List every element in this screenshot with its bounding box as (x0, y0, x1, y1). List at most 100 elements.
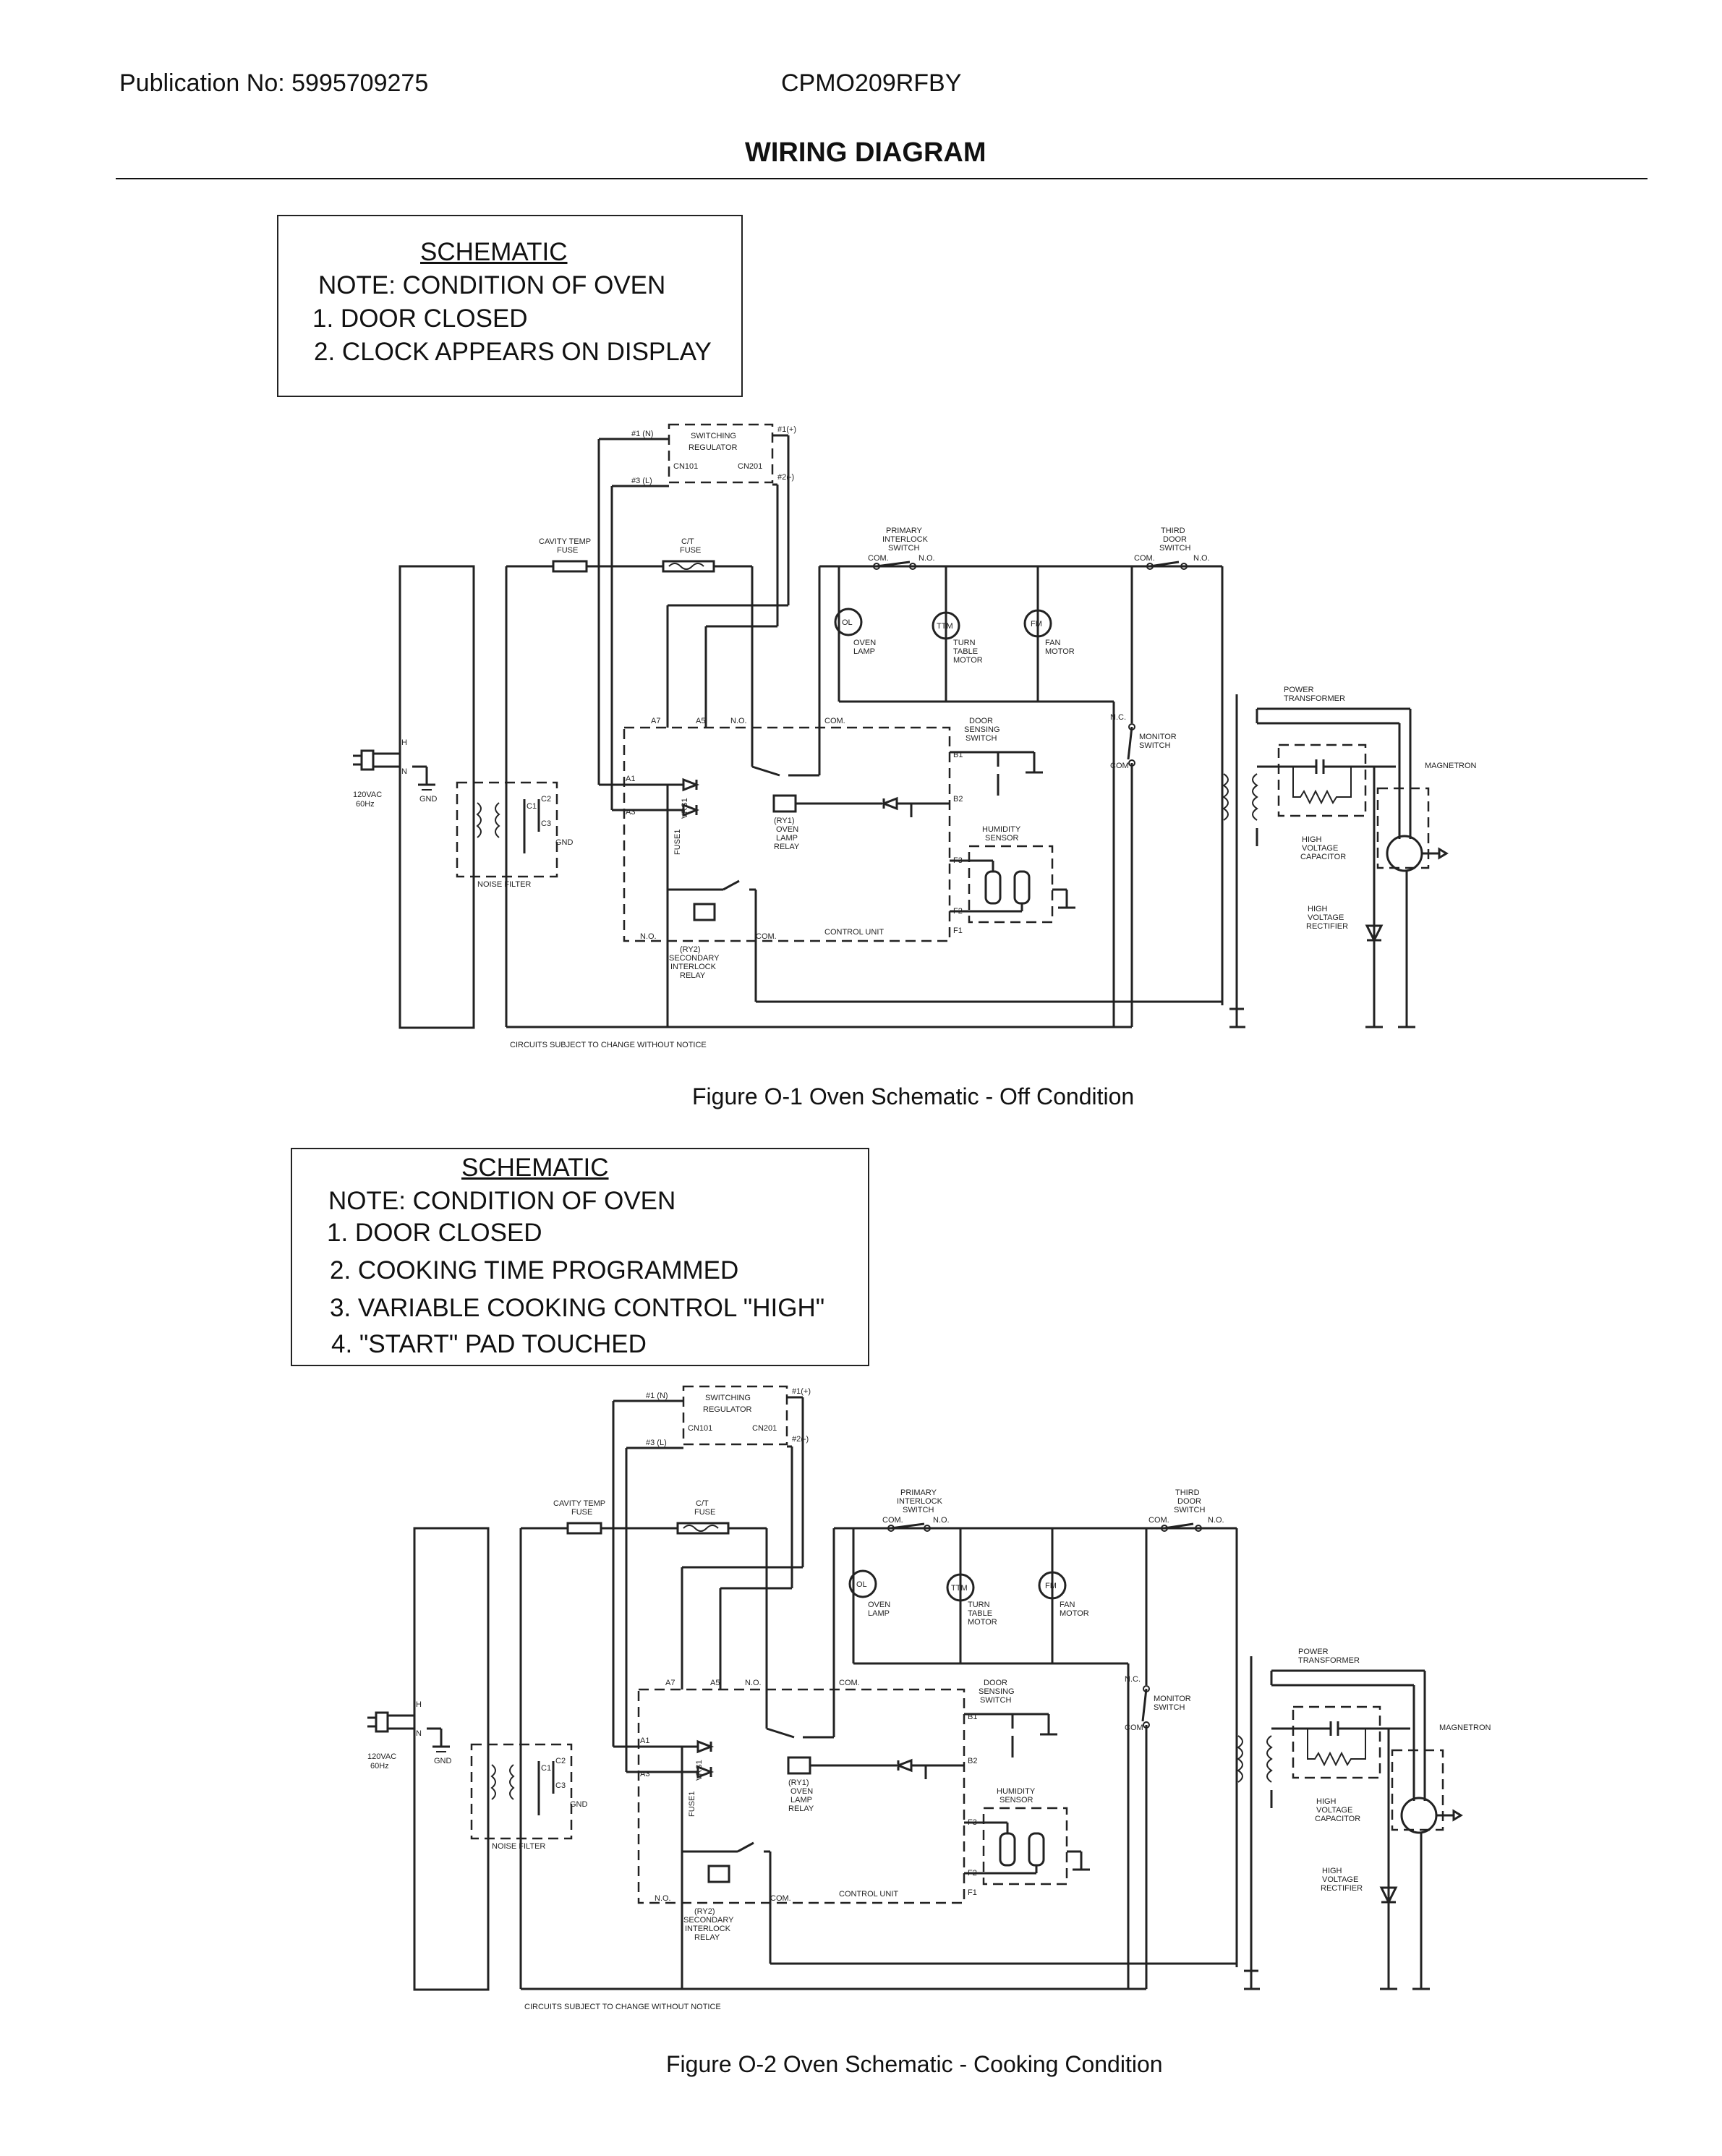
label-com-monitor: COM (1110, 762, 1129, 770)
label-no-primary: N.O. (918, 554, 935, 563)
label-a5: A5 (696, 717, 705, 725)
label-gnd-filter: GND (555, 838, 574, 847)
ry2-label-4: RELAY (680, 971, 706, 980)
ct-fuse (676, 1522, 730, 1535)
ry1-label-2: OVEN (776, 825, 798, 834)
label-gnd: GND (419, 795, 438, 804)
hv-cap-label-3: CAPACITOR (1300, 853, 1346, 861)
third-switch-label-1: THIRD (1175, 1488, 1200, 1497)
door-sensing-label-2: SENSING (964, 725, 1000, 734)
tt-motor-label-1: TURN (968, 1601, 990, 1609)
label-h: H (416, 1700, 422, 1709)
note-line: NOTE: CONDITION OF OVEN (318, 271, 666, 299)
label-com-primary: COM. (868, 554, 889, 563)
label-cn101: CN101 (688, 1424, 712, 1433)
primary-switch-label-3: SWITCH (888, 544, 919, 553)
publication-number: Publication No: 5995709275 (119, 69, 429, 97)
note-box-cooking-condition: SCHEMATIC NOTE: CONDITION OF OVEN 1. DOO… (291, 1148, 869, 1366)
label-com-ry2: COM. (756, 932, 777, 941)
label-source-2: 60Hz (356, 800, 375, 809)
oven-lamp-relay-coil (787, 1756, 811, 1775)
label-pin-p1: #1(+) (792, 1387, 811, 1396)
hv-rect-label-3: RECTIFIER (1321, 1884, 1363, 1893)
monitor-switch-label-1: MONITOR (1139, 733, 1177, 741)
reg-label-2: REGULATOR (689, 443, 737, 452)
switching-regulator-box (682, 1385, 788, 1446)
hv-rect-label-2: VOLTAGE (1322, 1875, 1358, 1884)
label-no-third: N.O. (1193, 554, 1210, 563)
label-ttm: TTM (951, 1584, 968, 1593)
label-n: N (416, 1729, 422, 1738)
turntable-motor-icon (946, 1573, 975, 1602)
note-heading: SCHEMATIC (461, 1154, 609, 1182)
label-pin-n: #1 (N) (631, 430, 654, 438)
hv-rectifier-diode (1365, 924, 1384, 943)
label-fuse1: FUSE1 (673, 830, 682, 855)
label-gnd-filter: GND (570, 1800, 588, 1809)
humidity-label-2: SENSOR (999, 1796, 1033, 1805)
ry1-label-2: OVEN (790, 1787, 813, 1796)
control-unit-label: CONTROL UNIT (824, 928, 884, 937)
transformer-label-1: POWER (1284, 686, 1314, 694)
circuits-note: CIRCUITS SUBJECT TO CHANGE WITHOUT NOTIC… (524, 2003, 721, 2011)
oven-lamp-label-1: OVEN (853, 639, 876, 647)
label-no-primary: N.O. (933, 1516, 950, 1525)
control-unit-label: CONTROL UNIT (839, 1890, 898, 1899)
ct-fuse-label-1: C/T (681, 537, 694, 546)
reg-label-2: REGULATOR (703, 1405, 751, 1414)
label-a1: A1 (626, 775, 635, 783)
ry2-label-3: INTERLOCK (685, 1925, 731, 1933)
label-com-primary: COM. (882, 1516, 903, 1525)
noise-filter-label: NOISE FILTER (492, 1842, 545, 1851)
label-c1: C1 (541, 1764, 551, 1773)
ry2-label-1: (RY2) (694, 1907, 715, 1916)
oven-lamp-label-2: LAMP (853, 647, 875, 656)
magnetron-box (1376, 787, 1430, 869)
control-unit-box (637, 1688, 966, 1904)
secondary-interlock-relay-coil (707, 1865, 730, 1883)
label-gnd: GND (434, 1757, 452, 1765)
primary-switch-label-3: SWITCH (903, 1506, 934, 1514)
label-no-third: N.O. (1208, 1516, 1224, 1525)
oven-lamp-icon (848, 1569, 877, 1598)
cavity-fuse-label-1: CAVITY TEMP (539, 537, 591, 546)
label-cn201: CN201 (738, 462, 762, 471)
fan-motor-icon (1023, 609, 1052, 638)
note-line: 4. "START" PAD TOUCHED (331, 1330, 647, 1358)
primary-switch-label-2: INTERLOCK (897, 1497, 943, 1506)
hv-capacitor-box (1277, 743, 1367, 817)
hv-rectifier-diode (1379, 1886, 1398, 1905)
label-com-ry2: COM. (770, 1894, 791, 1903)
hv-capacitor-box (1292, 1705, 1381, 1779)
label-no-ry2: N.O. (655, 1894, 671, 1903)
fan-motor-label-1: FAN (1060, 1601, 1075, 1609)
magnetron-box (1391, 1749, 1444, 1831)
label-no-cu: N.O. (730, 717, 747, 725)
magnetron-label: MAGNETRON (1439, 1723, 1491, 1732)
tt-motor-label-3: MOTOR (968, 1618, 997, 1627)
hv-cap-label-1: HIGH (1302, 835, 1322, 844)
reg-label-1: SWITCHING (691, 432, 736, 440)
ry2-label-2: SECONDARY (669, 954, 720, 963)
note-line: 1. DOOR CLOSED (312, 304, 528, 333)
tt-motor-label-3: MOTOR (953, 656, 983, 665)
hv-cap-label-2: VOLTAGE (1302, 844, 1338, 853)
third-switch-label-3: SWITCH (1174, 1506, 1205, 1514)
transformer-label-2: TRANSFORMER (1298, 1656, 1360, 1665)
door-sensing-label-3: SWITCH (980, 1696, 1011, 1705)
tt-motor-label-2: TABLE (953, 647, 978, 656)
third-switch-label-3: SWITCH (1159, 544, 1190, 553)
label-pin-p2: #2(-) (777, 473, 794, 482)
humidity-label-1: HUMIDITY (982, 825, 1021, 834)
label-a1: A1 (640, 1737, 649, 1745)
power-plug-icon (353, 749, 435, 791)
ry1-label-3: LAMP (776, 834, 798, 843)
door-sensing-label-3: SWITCH (966, 734, 997, 743)
label-cn201: CN201 (752, 1424, 777, 1433)
humidity-element-2 (1028, 1832, 1045, 1867)
fan-motor-label-2: MOTOR (1060, 1609, 1089, 1618)
label-c3: C3 (541, 819, 551, 828)
humidity-element-1 (999, 1832, 1016, 1867)
